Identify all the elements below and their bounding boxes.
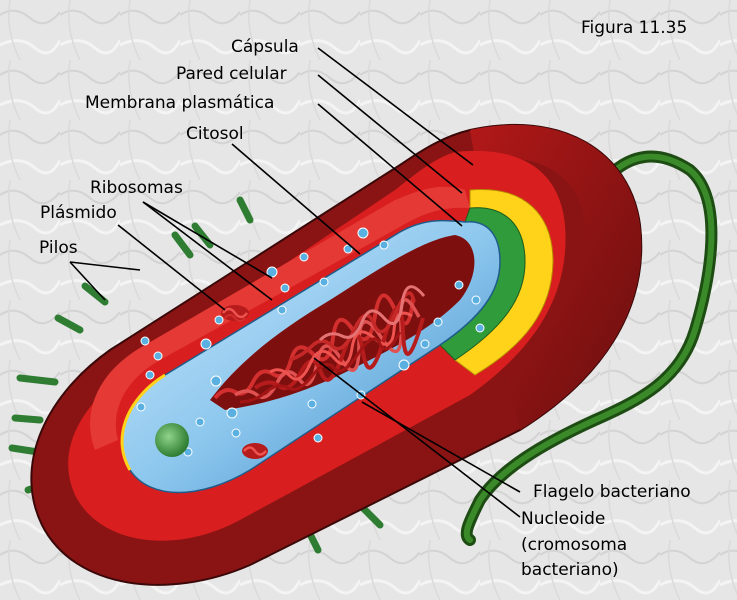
cytosol-inner-edge (120, 373, 166, 471)
figure-number: Figura 11.35 (581, 18, 688, 38)
label-nucleoid: Nucleoide (521, 509, 606, 529)
capsule-end-cap (470, 124, 642, 430)
label-pili: Pilos (39, 238, 78, 258)
label-flagellum: Flagelo bacteriano (533, 482, 691, 502)
label-cytosol: Citosol (186, 124, 244, 144)
large-granule (155, 423, 189, 457)
flagellum-highlight (463, 153, 715, 543)
label-capsule: Cápsula (231, 37, 299, 57)
leader-lines (69, 47, 521, 518)
label-ribosomes: Ribosomas (90, 178, 183, 198)
label-cell-wall: Pared celular (176, 64, 287, 84)
ribosomes (136, 227, 485, 457)
label-nucleoid-line2: (cromosoma (521, 535, 628, 555)
nucleoid (210, 235, 475, 410)
label-plasmid: Plásmido (40, 203, 117, 223)
label-plasma-membrane: Membrana plasmática (85, 93, 275, 113)
plasmid-2 (242, 443, 268, 459)
plasmid (221, 305, 249, 322)
label-nucleoid-line3: bacteriano) (521, 560, 619, 580)
